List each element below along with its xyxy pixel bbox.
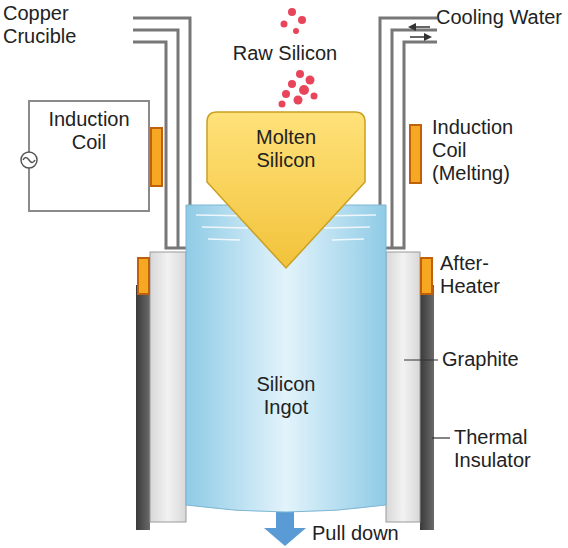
graphite-left xyxy=(150,252,186,522)
graphite-right xyxy=(386,252,420,522)
water-arrows xyxy=(408,23,432,41)
induction-coil-left xyxy=(151,128,162,186)
part-label: Graphite xyxy=(442,348,552,371)
molten-silicon: Molten Silicon xyxy=(207,112,365,268)
leader-line xyxy=(432,437,450,438)
part-label: Raw Silicon xyxy=(215,42,355,65)
part-label: After-Heater xyxy=(440,252,512,298)
induction-coil-right xyxy=(410,125,421,183)
node-text: Induction Coil xyxy=(35,108,143,154)
part-label: Copper Crucible xyxy=(3,2,103,48)
pull-down-arrow xyxy=(264,512,306,546)
part-label: Induction Coil (Melting) xyxy=(432,116,532,185)
part-label: Pull down xyxy=(312,522,432,545)
node-text: Molten Silicon xyxy=(236,126,336,172)
insulator-left xyxy=(136,285,150,530)
coil-source-box: Induction Coil xyxy=(28,100,150,212)
node-text: Silicon Ingot xyxy=(241,373,331,419)
after-heater-left xyxy=(138,258,149,294)
insulator-right xyxy=(420,285,434,530)
part-label: Cooling Water xyxy=(436,6,566,29)
leader-line xyxy=(404,359,438,360)
part-label: Thermal Insulator xyxy=(454,426,554,472)
after-heater-right xyxy=(421,258,432,294)
